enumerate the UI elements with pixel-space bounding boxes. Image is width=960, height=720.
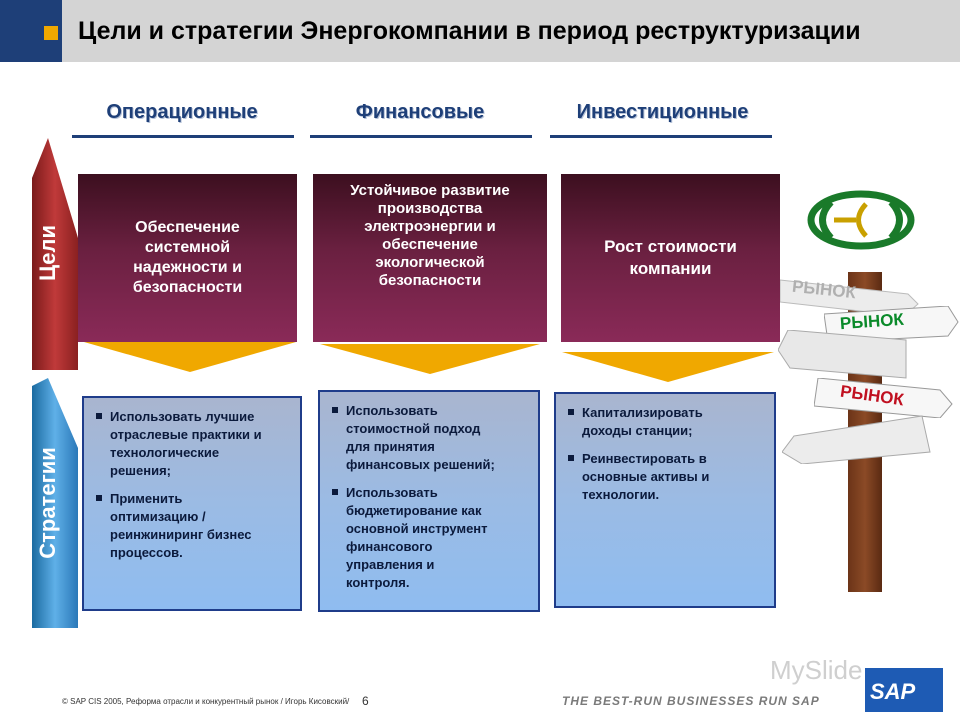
company-logo-icon [807, 190, 915, 250]
column-heading-investment: Инвестиционные [576, 101, 749, 123]
column-underline [310, 135, 532, 138]
strategy-item: Использовать бюджетирование как основной… [328, 484, 530, 592]
signpost-sign-blank [782, 415, 931, 464]
goal-text: Обеспечение системной надежности и безоп… [132, 219, 243, 296]
column-heading-financial: Финансовые [355, 101, 485, 123]
signpost-sign-blank [778, 330, 907, 379]
strategy-box-investment: Капитализировать доходы станции; Реинвес… [554, 392, 776, 608]
goals-label: Цели [35, 224, 60, 282]
strategies-arrow [32, 378, 78, 628]
signpost-sign-red [814, 378, 953, 418]
strategy-box-financial: Использовать стоимостной подход для прин… [318, 390, 540, 612]
sap-logo-text: SAP [870, 679, 916, 704]
footer-tagline: THE BEST-RUN BUSINESSES RUN SAP [562, 694, 820, 708]
strategy-item: Реинвестировать в основные активы и техн… [564, 450, 766, 504]
goal-text: Рост стоимости компании [604, 237, 737, 278]
strategy-item: Использовать стоимостной подход для прин… [328, 402, 530, 474]
footer-copyright: © SAP CIS 2005, Реформа отрасли и конкур… [62, 697, 350, 706]
strategy-item: Капитализировать доходы станции; [564, 404, 766, 440]
goal-box-investment: Рост стоимости компании [561, 174, 780, 342]
column-heading-operational: Операционные [106, 101, 258, 123]
strategy-box-operational: Использовать лучшие отраслевые практики … [82, 396, 302, 611]
down-arrow-icon [320, 344, 540, 374]
title-bar [0, 0, 960, 62]
strategy-item: Применить оптимизацию / реинжиниринг биз… [92, 490, 292, 562]
sap-logo [865, 668, 943, 712]
column-underline [72, 135, 294, 138]
column-underline [550, 135, 772, 138]
goal-box-financial: Устойчивое развитие производства электро… [313, 174, 547, 342]
strategies-label: Стратегии [35, 447, 60, 559]
goals-arrow [32, 138, 78, 370]
page-title: Цели и стратегии Энергокомпании в период… [78, 17, 861, 45]
goal-text: Устойчивое развитие производства электро… [350, 182, 510, 289]
goal-box-operational: Обеспечение системной надежности и безоп… [78, 174, 297, 342]
strategy-item: Использовать лучшие отраслевые практики … [92, 408, 292, 480]
title-bullet-icon [44, 26, 58, 40]
page-number: 6 [362, 694, 369, 708]
down-arrow-icon [84, 342, 296, 372]
watermark: MySlide [770, 655, 863, 685]
down-arrow-icon [562, 352, 774, 382]
